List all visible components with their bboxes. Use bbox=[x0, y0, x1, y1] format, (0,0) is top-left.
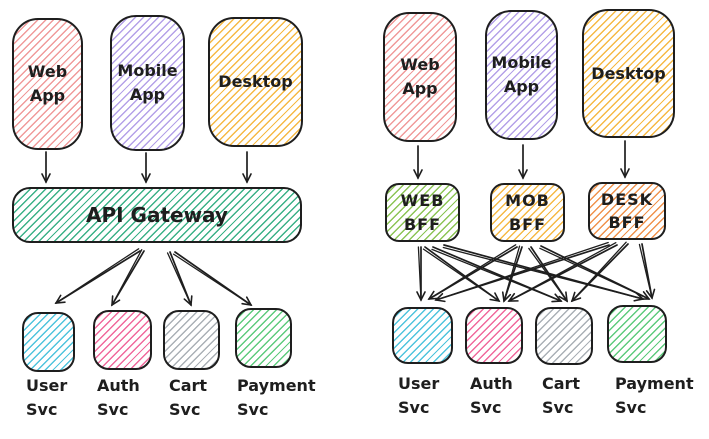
edge-web-bff-to-payment-svc-r bbox=[443, 244, 645, 302]
label-payment-svc-left: Payment Svc bbox=[237, 376, 316, 419]
node-web-app-right: Web App bbox=[383, 12, 457, 142]
edge-sketch-stroke bbox=[528, 247, 568, 302]
edge-desk-bff-to-payment-svc-r bbox=[641, 243, 656, 300]
edge-sketch-stroke bbox=[442, 246, 644, 300]
edge-mob-bff-to-cart-svc-r bbox=[530, 246, 568, 303]
edge-sketch-stroke bbox=[431, 248, 562, 302]
node-web-app-left: Web App bbox=[12, 18, 83, 150]
edge-desk-bff-to-cart-svc-r bbox=[570, 243, 629, 303]
node-payment-svc-right bbox=[607, 305, 667, 363]
edge-sketch-stroke bbox=[539, 247, 650, 300]
node-auth-svc-left bbox=[93, 310, 152, 370]
edge-web-bff-to-cart-svc-r bbox=[432, 246, 563, 303]
edge-desk-bff-to-user-svc-r bbox=[434, 244, 610, 303]
label-user-svc-left: User Svc bbox=[26, 376, 68, 419]
node-mobile-app-right: Mobile App bbox=[485, 10, 558, 140]
node-cart-svc-right bbox=[535, 307, 593, 365]
edge-web-bff-to-auth-svc-r bbox=[424, 246, 501, 303]
edge-api-gateway-to-user-svc bbox=[54, 250, 141, 304]
node-payment-svc-left bbox=[235, 308, 292, 368]
label-auth-svc-right: Auth Svc bbox=[470, 374, 513, 417]
edge-sketch-stroke bbox=[638, 243, 653, 299]
node-user-svc-left bbox=[22, 312, 75, 372]
edge-api-gateway-to-auth-svc bbox=[111, 250, 145, 307]
edge-sketch-stroke bbox=[571, 241, 627, 302]
edge-api-gateway-to-cart-svc bbox=[169, 251, 193, 307]
label-cart-svc-left: Cart Svc bbox=[169, 376, 208, 419]
node-desk-bff: DESK BFF bbox=[588, 182, 666, 240]
edge-mob-bff-to-user-svc-r bbox=[427, 246, 518, 300]
label-payment-svc-right: Payment Svc bbox=[615, 374, 694, 417]
node-api-gateway: API Gateway bbox=[12, 187, 302, 243]
edge-sketch-stroke bbox=[111, 249, 143, 306]
label-user-svc-right: User Svc bbox=[398, 374, 440, 417]
edge-sketch-stroke bbox=[435, 241, 609, 301]
node-auth-svc-right bbox=[465, 307, 523, 364]
edge-desk-bff-to-auth-svc-r bbox=[507, 244, 618, 302]
edge-api-gateway-to-payment-svc bbox=[174, 251, 253, 307]
edge-mob-bff-to-auth-svc-r bbox=[501, 246, 523, 303]
label-auth-svc-left: Auth Svc bbox=[97, 376, 140, 419]
edge-sketch-stroke bbox=[428, 244, 517, 300]
edge-sketch-stroke bbox=[417, 246, 422, 301]
label-cart-svc-right: Cart Svc bbox=[542, 374, 581, 417]
node-desktop-left: Desktop bbox=[208, 17, 303, 147]
edge-sketch-stroke bbox=[503, 245, 521, 302]
edge-sketch-stroke bbox=[422, 248, 500, 302]
edge-sketch-stroke bbox=[172, 253, 252, 306]
node-cart-svc-left bbox=[163, 310, 220, 370]
edge-sketch-stroke bbox=[166, 252, 192, 306]
node-mob-bff: MOB BFF bbox=[490, 183, 565, 242]
edge-sketch-stroke bbox=[508, 242, 617, 302]
node-desktop-right: Desktop bbox=[582, 9, 675, 138]
node-web-bff: WEB BFF bbox=[385, 183, 460, 242]
node-user-svc-right bbox=[392, 307, 453, 364]
edge-mob-bff-to-payment-svc-r bbox=[540, 245, 651, 300]
edge-sketch-stroke bbox=[55, 248, 140, 304]
node-mobile-app-left: Mobile App bbox=[110, 15, 185, 151]
